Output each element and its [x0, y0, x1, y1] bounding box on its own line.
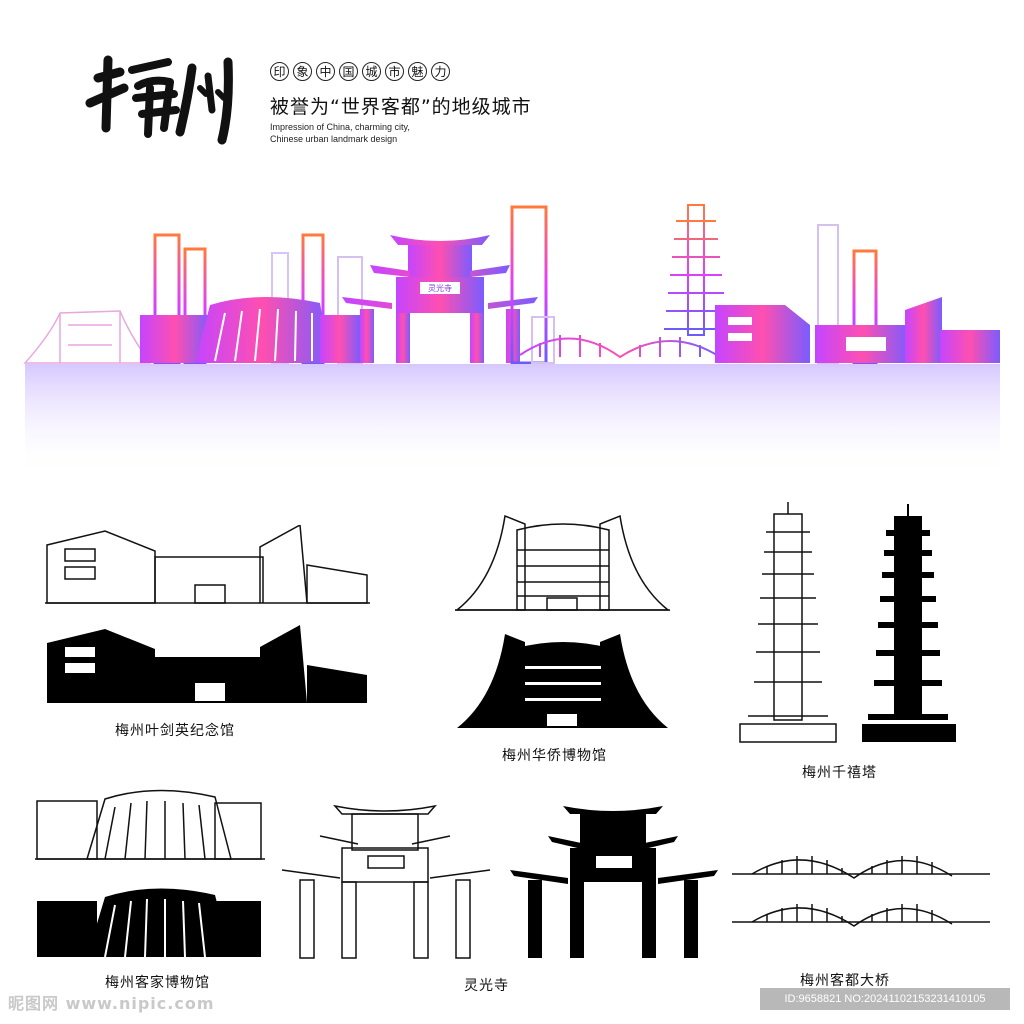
gate-plaque-text: 灵光寺: [428, 283, 452, 293]
kedu-bridge-illustration: [732, 856, 990, 927]
yejianying-memorial-illustration: [45, 525, 370, 703]
color-skyline-illustration: 灵光寺: [23, 195, 1000, 475]
english-subtitle-line2: Chinese urban landmark design: [270, 134, 398, 144]
lingguang-gate-illustration: [281, 804, 718, 959]
hakka-museum-illustration: [35, 789, 265, 958]
caption-bridge: 梅州客都大桥: [800, 973, 890, 989]
tagline-char: 象: [293, 62, 312, 81]
caption-yejianying: 梅州叶剑英纪念馆: [115, 723, 235, 739]
tagline-char: 力: [431, 62, 450, 81]
tagline-char: 印: [270, 62, 289, 81]
huaqiao-museum-illustration: [455, 514, 670, 728]
watermark-left: 昵图网 www.nipic.com: [8, 994, 215, 1013]
caption-lingguang: 灵光寺: [464, 978, 509, 994]
english-subtitle-line1: Impression of China, charming city,: [270, 122, 410, 132]
tagline-row: 印 象 中 国 城 市 魅 力: [270, 62, 450, 81]
caption-hakka: 梅州客家博物馆: [105, 975, 210, 991]
qianxi-pagoda-illustration: [739, 502, 956, 743]
caption-qianxi: 梅州千禧塔: [802, 765, 877, 781]
slogan-text: 被誉为“世界客都”的地级城市: [270, 96, 532, 118]
watermark-id-bar: ID:9658821 NO:20241102153231410105: [760, 988, 1010, 1010]
tagline-char: 魅: [408, 62, 427, 81]
tagline-char: 国: [339, 62, 358, 81]
tagline-char: 中: [316, 62, 335, 81]
tagline-char: 市: [385, 62, 404, 81]
caption-huaqiao: 梅州华侨博物馆: [502, 748, 607, 764]
tagline-char: 城: [362, 62, 381, 81]
calligraphy-logo: [85, 55, 233, 145]
